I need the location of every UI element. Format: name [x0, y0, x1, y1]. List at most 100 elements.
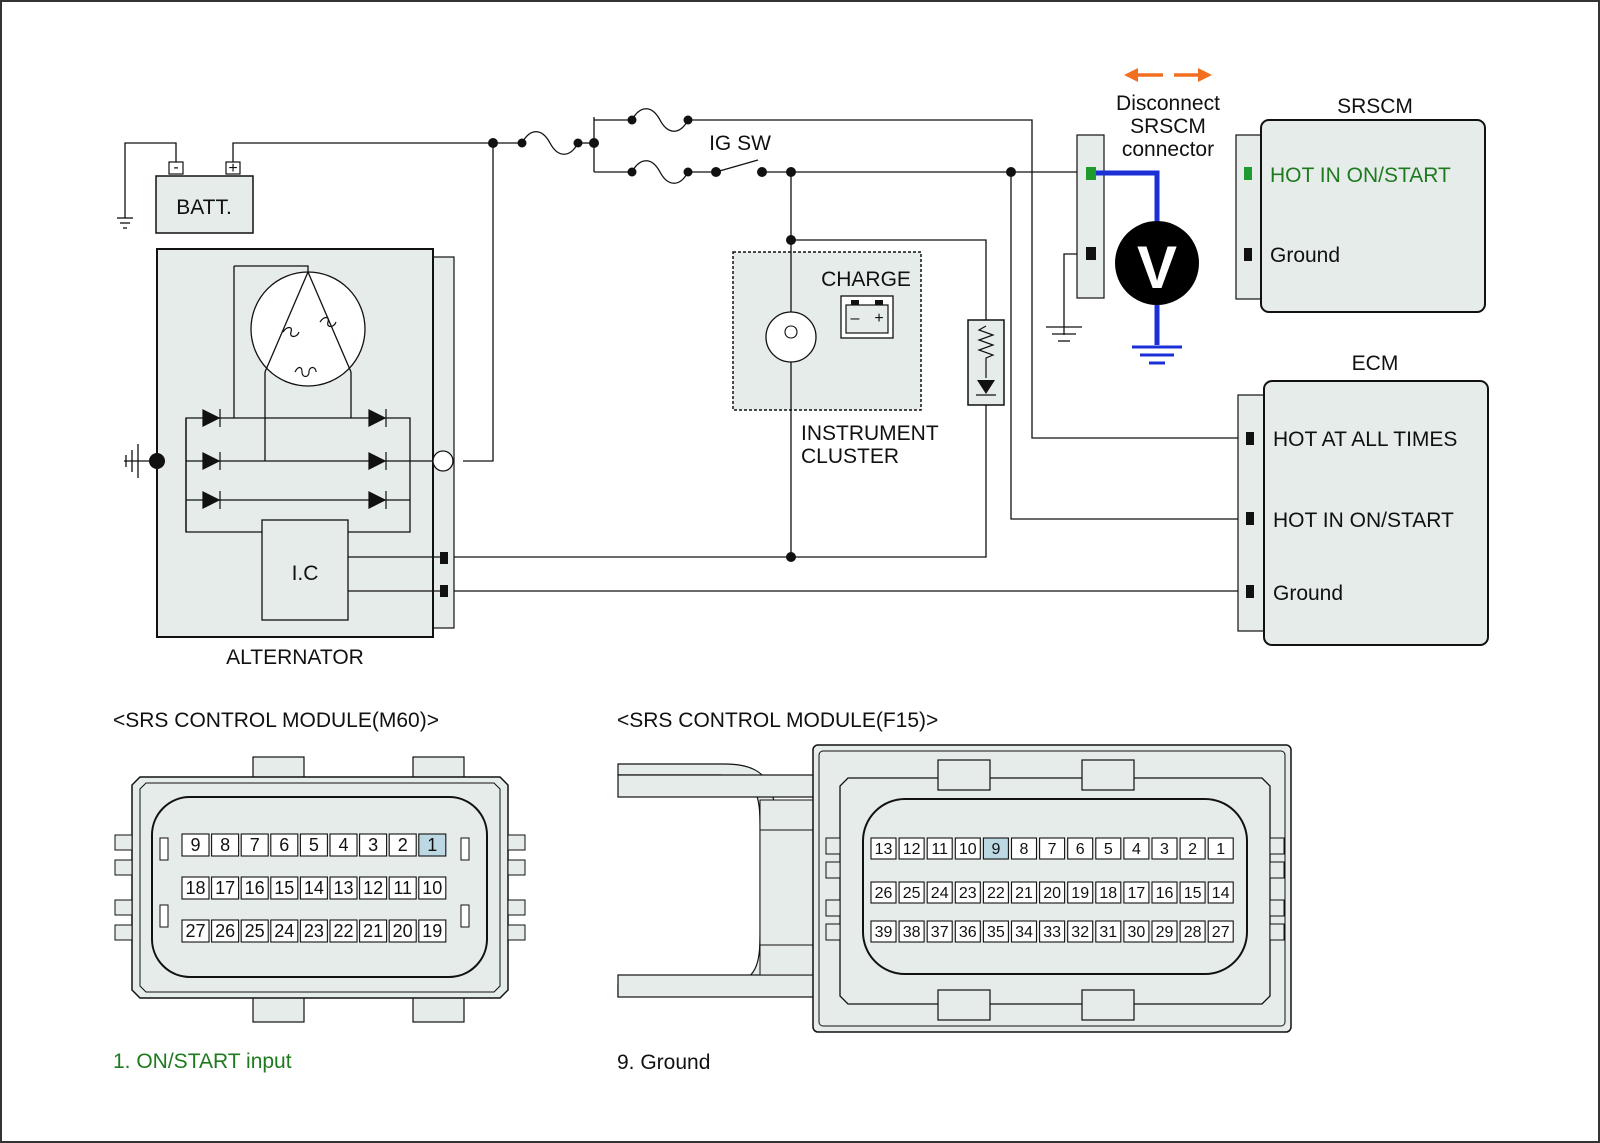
- pin-number: 19: [422, 921, 442, 941]
- pin-cell: [1179, 920, 1206, 943]
- pin-cell: [1207, 920, 1234, 943]
- pin-number: 25: [245, 921, 265, 941]
- connector-f15-note: 9. Ground: [617, 1051, 710, 1074]
- pin-number: 27: [1212, 924, 1230, 941]
- pin-number: 21: [1015, 885, 1033, 902]
- pin-cell: [1179, 881, 1206, 904]
- pin-number: 32: [1071, 924, 1089, 941]
- pin-cell: [982, 881, 1009, 904]
- pin-cell: [211, 833, 240, 857]
- pin-cell: [1095, 920, 1122, 943]
- pin-number: 19: [1071, 885, 1089, 902]
- pin-number: 24: [274, 921, 294, 941]
- pin-number: 5: [309, 835, 319, 855]
- ecm-pin-hot-all: HOT AT ALL TIMES: [1273, 428, 1457, 451]
- pin-number: 12: [363, 878, 383, 898]
- pin-number: 13: [875, 841, 893, 858]
- pin-number: 23: [304, 921, 324, 941]
- srscm-module: SRSCM HOT IN ON/START Ground: [1235, 95, 1486, 313]
- pin-cell: [329, 876, 358, 900]
- pin-cell: [418, 919, 447, 943]
- pin-number: 5: [1104, 841, 1113, 858]
- pin-number: 37: [931, 924, 949, 941]
- pin-number: 17: [215, 878, 235, 898]
- pin-number: 36: [959, 924, 977, 941]
- battery: - + BATT.: [155, 159, 254, 234]
- pin-cell: [418, 876, 447, 900]
- junction-dots: [488, 115, 1016, 562]
- battery-minus: -: [173, 159, 178, 176]
- pin-cell: [270, 876, 299, 900]
- pin-cell: [299, 833, 328, 857]
- pin-cell: [388, 876, 417, 900]
- pin-cell: [240, 876, 269, 900]
- pin-cell: [1179, 837, 1206, 860]
- pin-number: 1: [1216, 841, 1225, 858]
- pin-cell: [870, 920, 897, 943]
- pin-cell: [270, 919, 299, 943]
- pin-cell: [870, 881, 897, 904]
- pin-number: 22: [333, 921, 353, 941]
- pin-number: 17: [1128, 885, 1146, 902]
- pin-cell: [329, 919, 358, 943]
- pin-number: 21: [363, 921, 383, 941]
- pin-number: 31: [1099, 924, 1117, 941]
- battery-label: BATT.: [176, 196, 232, 219]
- pin-cell: [982, 920, 1009, 943]
- ecm-title: ECM: [1352, 352, 1399, 375]
- pin-number: 29: [1156, 924, 1174, 941]
- pin-number: 18: [185, 878, 205, 898]
- srscm-title: SRSCM: [1337, 95, 1413, 118]
- pin-number: 1: [427, 835, 437, 855]
- pin-cell: [211, 919, 240, 943]
- pin-cell: [329, 833, 358, 857]
- pin-cell: [926, 881, 953, 904]
- wires: [124, 117, 1240, 592]
- pin-number: 6: [279, 835, 289, 855]
- srscm-pin-ground: Ground: [1270, 244, 1340, 267]
- disconnect-arrows: [1124, 68, 1212, 82]
- pin-cell: [181, 833, 210, 857]
- pin-number: 26: [875, 885, 893, 902]
- pin-number: 24: [931, 885, 949, 902]
- pin-cell: [1207, 881, 1234, 904]
- pin-number: 10: [422, 878, 442, 898]
- pin-cell: [299, 919, 328, 943]
- svg-text:–: –: [851, 310, 860, 327]
- pin-cell: [299, 876, 328, 900]
- connector-m60-title: <SRS CONTROL MODULE(M60)>: [113, 709, 439, 732]
- pin-number: 22: [987, 885, 1005, 902]
- srscm-harness-connector: [1076, 134, 1105, 299]
- pin-number: 3: [1160, 841, 1169, 858]
- resistor-diode: [967, 319, 1005, 406]
- pin-number: 27: [185, 921, 205, 941]
- pin-number: 34: [1015, 924, 1033, 941]
- pin-number: 10: [959, 841, 977, 858]
- ig-switch-label: IG SW: [709, 132, 771, 155]
- pin-cell: [982, 837, 1009, 860]
- pin-cell: [898, 920, 925, 943]
- pin-number: 13: [333, 878, 353, 898]
- pin-number: 20: [1043, 885, 1061, 902]
- ic-label: I.C: [292, 562, 319, 585]
- pin-cell: [1151, 881, 1178, 904]
- pin-number: 30: [1128, 924, 1146, 941]
- pin-number: 15: [274, 878, 294, 898]
- voltmeter: V: [1096, 170, 1199, 365]
- instrument-cluster-label-2: CLUSTER: [801, 445, 899, 468]
- pin-cell: [926, 920, 953, 943]
- pin-cell: [870, 837, 897, 860]
- disconnect-label-1: Disconnect: [1116, 92, 1220, 115]
- pin-number: 8: [220, 835, 230, 855]
- pin-number: 25: [903, 885, 921, 902]
- pin-cell: [1095, 837, 1122, 860]
- voltmeter-symbol: V: [1137, 234, 1177, 301]
- connector-m60-note: 1. ON/START input: [113, 1050, 292, 1073]
- pin-number: 16: [245, 878, 265, 898]
- alternator: I.C ALTERNATOR: [124, 248, 455, 669]
